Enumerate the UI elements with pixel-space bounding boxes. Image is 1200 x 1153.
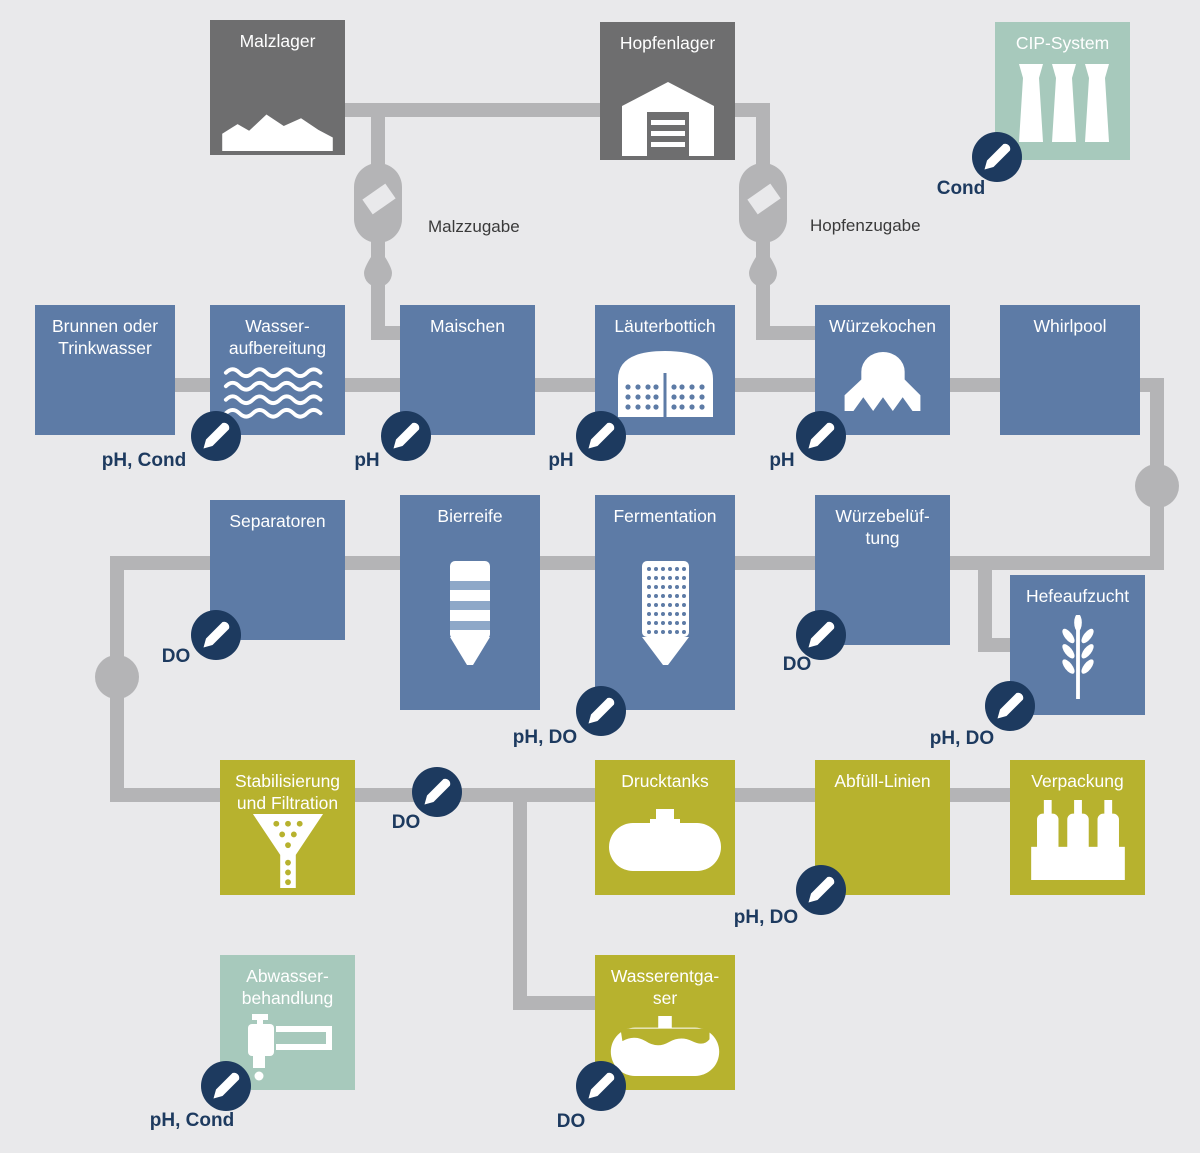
node-drucktanks: Drucktanks [595,760,735,895]
maturation-tank-icon [400,527,540,710]
sensor-probe-icon [795,864,847,916]
sensor-probe-icon [575,1060,627,1112]
node-wuerzekochen: Würzekochen [815,305,950,435]
sensor-label: pH, Cond [101,450,187,471]
sensor-label: pH [354,450,380,471]
sensor-probe-icon [380,410,432,462]
pipe-segment [978,556,992,652]
lauter-tun-icon [595,337,735,435]
pipe-segment [978,638,1020,652]
node-label: Bierreife [437,506,503,526]
malt-dosing-funnel-icon [350,163,406,296]
node-label: Stabilisierung und Filtration [234,771,341,814]
brew-kettle-icon [815,337,950,435]
malzzugabe-label: Malzzugabe [428,217,520,236]
degasser-tank-icon [595,1009,735,1090]
node-verpackung: Verpackung [1010,760,1145,895]
node-label: Whirlpool [1033,316,1107,336]
hopfenzugabe-label: Hopfenzugabe [810,216,921,235]
pipe-segment [513,996,603,1010]
node-brunnen: Brunnen oder Trinkwasser [35,305,175,435]
pipe-segment [756,326,822,340]
sensor-label: pH [769,450,795,471]
pipe-segment [513,788,527,1010]
node-label: Brunnen oder Trinkwasser [51,316,159,359]
sensor-label: DO [556,1111,586,1132]
warehouse-icon [600,54,735,160]
node-label: Würzebelüf- tung [835,506,930,549]
node-stabilisierung: Stabilisierung und Filtration [220,760,355,895]
node-label: Maischen [430,316,505,336]
sensor-label: pH, Cond [149,1110,235,1131]
node-label: Abfüll-Linien [834,771,931,791]
node-whirlpool: Whirlpool [1000,305,1140,435]
sensor-probe-icon [795,609,847,661]
node-label: Würzekochen [829,316,936,336]
node-bierreife: Bierreife [400,495,540,710]
node-malzlager: Malzlager [210,20,345,155]
cip-towers-icon [995,54,1130,160]
pipe-junction [95,655,139,699]
node-fermentation: Fermentation [595,495,735,710]
pipe-junction [1135,464,1179,508]
node-wasserentgaser: Wasserentga- ser [595,955,735,1090]
sensor-label: Cond [936,178,986,199]
sensor-probe-icon [411,766,463,818]
sensor-label: DO [782,654,812,675]
node-label: Separatoren [229,511,326,531]
sensor-label: pH, DO [733,907,799,928]
node-label: Verpackung [1031,771,1124,791]
node-label: Wasser- aufbereitung [228,316,327,359]
fermenter-icon [595,527,735,710]
sensor-probe-icon [200,1060,252,1112]
sensor-probe-icon [984,680,1036,732]
sensor-probe-icon [795,410,847,462]
filter-funnel-icon [220,814,355,896]
bottle-crate-icon [1010,792,1145,895]
sensor-probe-icon [190,609,242,661]
node-label: Abwasser- behandlung [241,966,334,1009]
yeast-wheat-icon [1010,607,1145,715]
node-hopfenlager: Hopfenlager [600,22,735,160]
node-label: Fermentation [613,506,717,526]
sensor-label: pH, DO [929,728,995,749]
node-maischen: Maischen [400,305,535,435]
node-laeuterbottich: Läuterbottich [595,305,735,435]
node-wasseraufbereitung: Wasser- aufbereitung [210,305,345,435]
node-label: Hefeaufzucht [1025,586,1130,606]
sensor-probe-icon [190,410,242,462]
node-label: Malzlager [239,31,316,51]
sensor-label: DO [391,812,421,833]
water-waves-icon [210,359,345,435]
node-cip-system: CIP-System [995,22,1130,160]
sensor-probe-icon [971,131,1023,183]
node-label: Wasserentga- ser [610,966,720,1009]
node-label: Hopfenlager [619,33,716,53]
sensor-probe-icon [575,685,627,737]
sensor-label: DO [161,646,191,667]
malt-pile-icon [210,52,345,155]
pressure-tank-icon [595,792,735,895]
faucet-icon [220,1009,355,1090]
sensor-label: pH [548,450,574,471]
node-hefeaufzucht: Hefeaufzucht [1010,575,1145,715]
node-label: Läuterbottich [614,316,716,336]
sensor-label: pH, DO [512,727,578,748]
node-label: Drucktanks [621,771,709,791]
node-label: CIP-System [1015,33,1110,53]
hops-dosing-funnel-icon [735,163,791,296]
sensor-probe-icon [575,410,627,462]
